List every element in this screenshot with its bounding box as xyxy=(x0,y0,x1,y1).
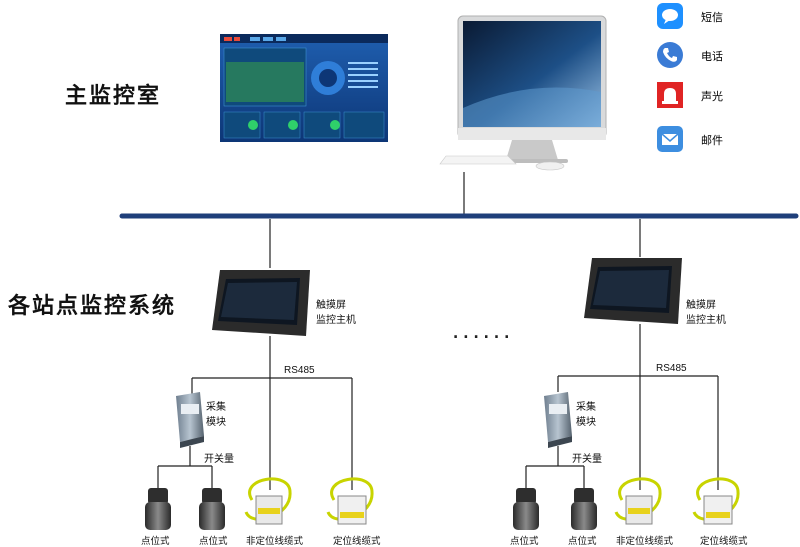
main-room-title: 主监控室 xyxy=(65,83,162,109)
rs485-label-2: RS485 xyxy=(656,363,687,374)
module-label-1: 采集 模块 xyxy=(206,402,226,428)
station-2-panel xyxy=(513,258,740,530)
sensor-label-2-1: 点位式 xyxy=(510,536,539,547)
notify-sms: 短信 xyxy=(655,1,795,31)
notify-alarm: 声光 xyxy=(655,80,795,110)
message-icon xyxy=(657,3,683,29)
sensor-label-1-4: 定位线缆式 xyxy=(333,536,381,547)
sensor-label-2-4: 定位线缆式 xyxy=(700,536,748,547)
notify-mail: 邮件 xyxy=(655,124,795,154)
switch-label-2: 开关量 xyxy=(572,454,602,465)
point-sensor-icon xyxy=(145,488,171,530)
sensor-label-1-1: 点位式 xyxy=(141,536,170,547)
mail-icon xyxy=(657,126,683,152)
acquisition-module-icon xyxy=(176,392,204,448)
cable-sensor-icon xyxy=(244,477,292,525)
sensor-label-2-2: 点位式 xyxy=(568,536,597,547)
module-label-2: 采集 模块 xyxy=(576,402,596,428)
phone-icon xyxy=(657,42,683,68)
desktop-computer-icon xyxy=(439,15,607,171)
rs485-label-1: RS485 xyxy=(284,365,315,376)
sensor-label-1-3: 非定位线缆式 xyxy=(246,536,304,547)
cable-sensor-icon xyxy=(326,477,374,525)
acquisition-module-icon xyxy=(544,392,572,448)
station-1-panel xyxy=(145,270,374,530)
monitoring-dashboard xyxy=(220,34,388,142)
point-sensor-icon xyxy=(571,488,597,530)
cable-sensor-icon xyxy=(614,477,662,525)
touch-screen-label-2: 触摸屏 监控主机 xyxy=(686,300,726,326)
cable-sensor-icon xyxy=(692,477,740,525)
touch-screen-label-1: 触摸屏 监控主机 xyxy=(316,300,356,326)
switch-label-1: 开关量 xyxy=(204,454,234,465)
point-sensor-icon xyxy=(199,488,225,530)
notify-phone: 电话 xyxy=(655,40,795,70)
sensor-label-1-2: 点位式 xyxy=(199,536,228,547)
alarm-light-icon xyxy=(657,82,683,108)
point-sensor-icon xyxy=(513,488,539,530)
sensor-label-2-3: 非定位线缆式 xyxy=(616,536,674,547)
stations-title: 各站点监控系统 xyxy=(8,293,177,319)
more-stations-ellipsis: ...... xyxy=(452,314,514,344)
